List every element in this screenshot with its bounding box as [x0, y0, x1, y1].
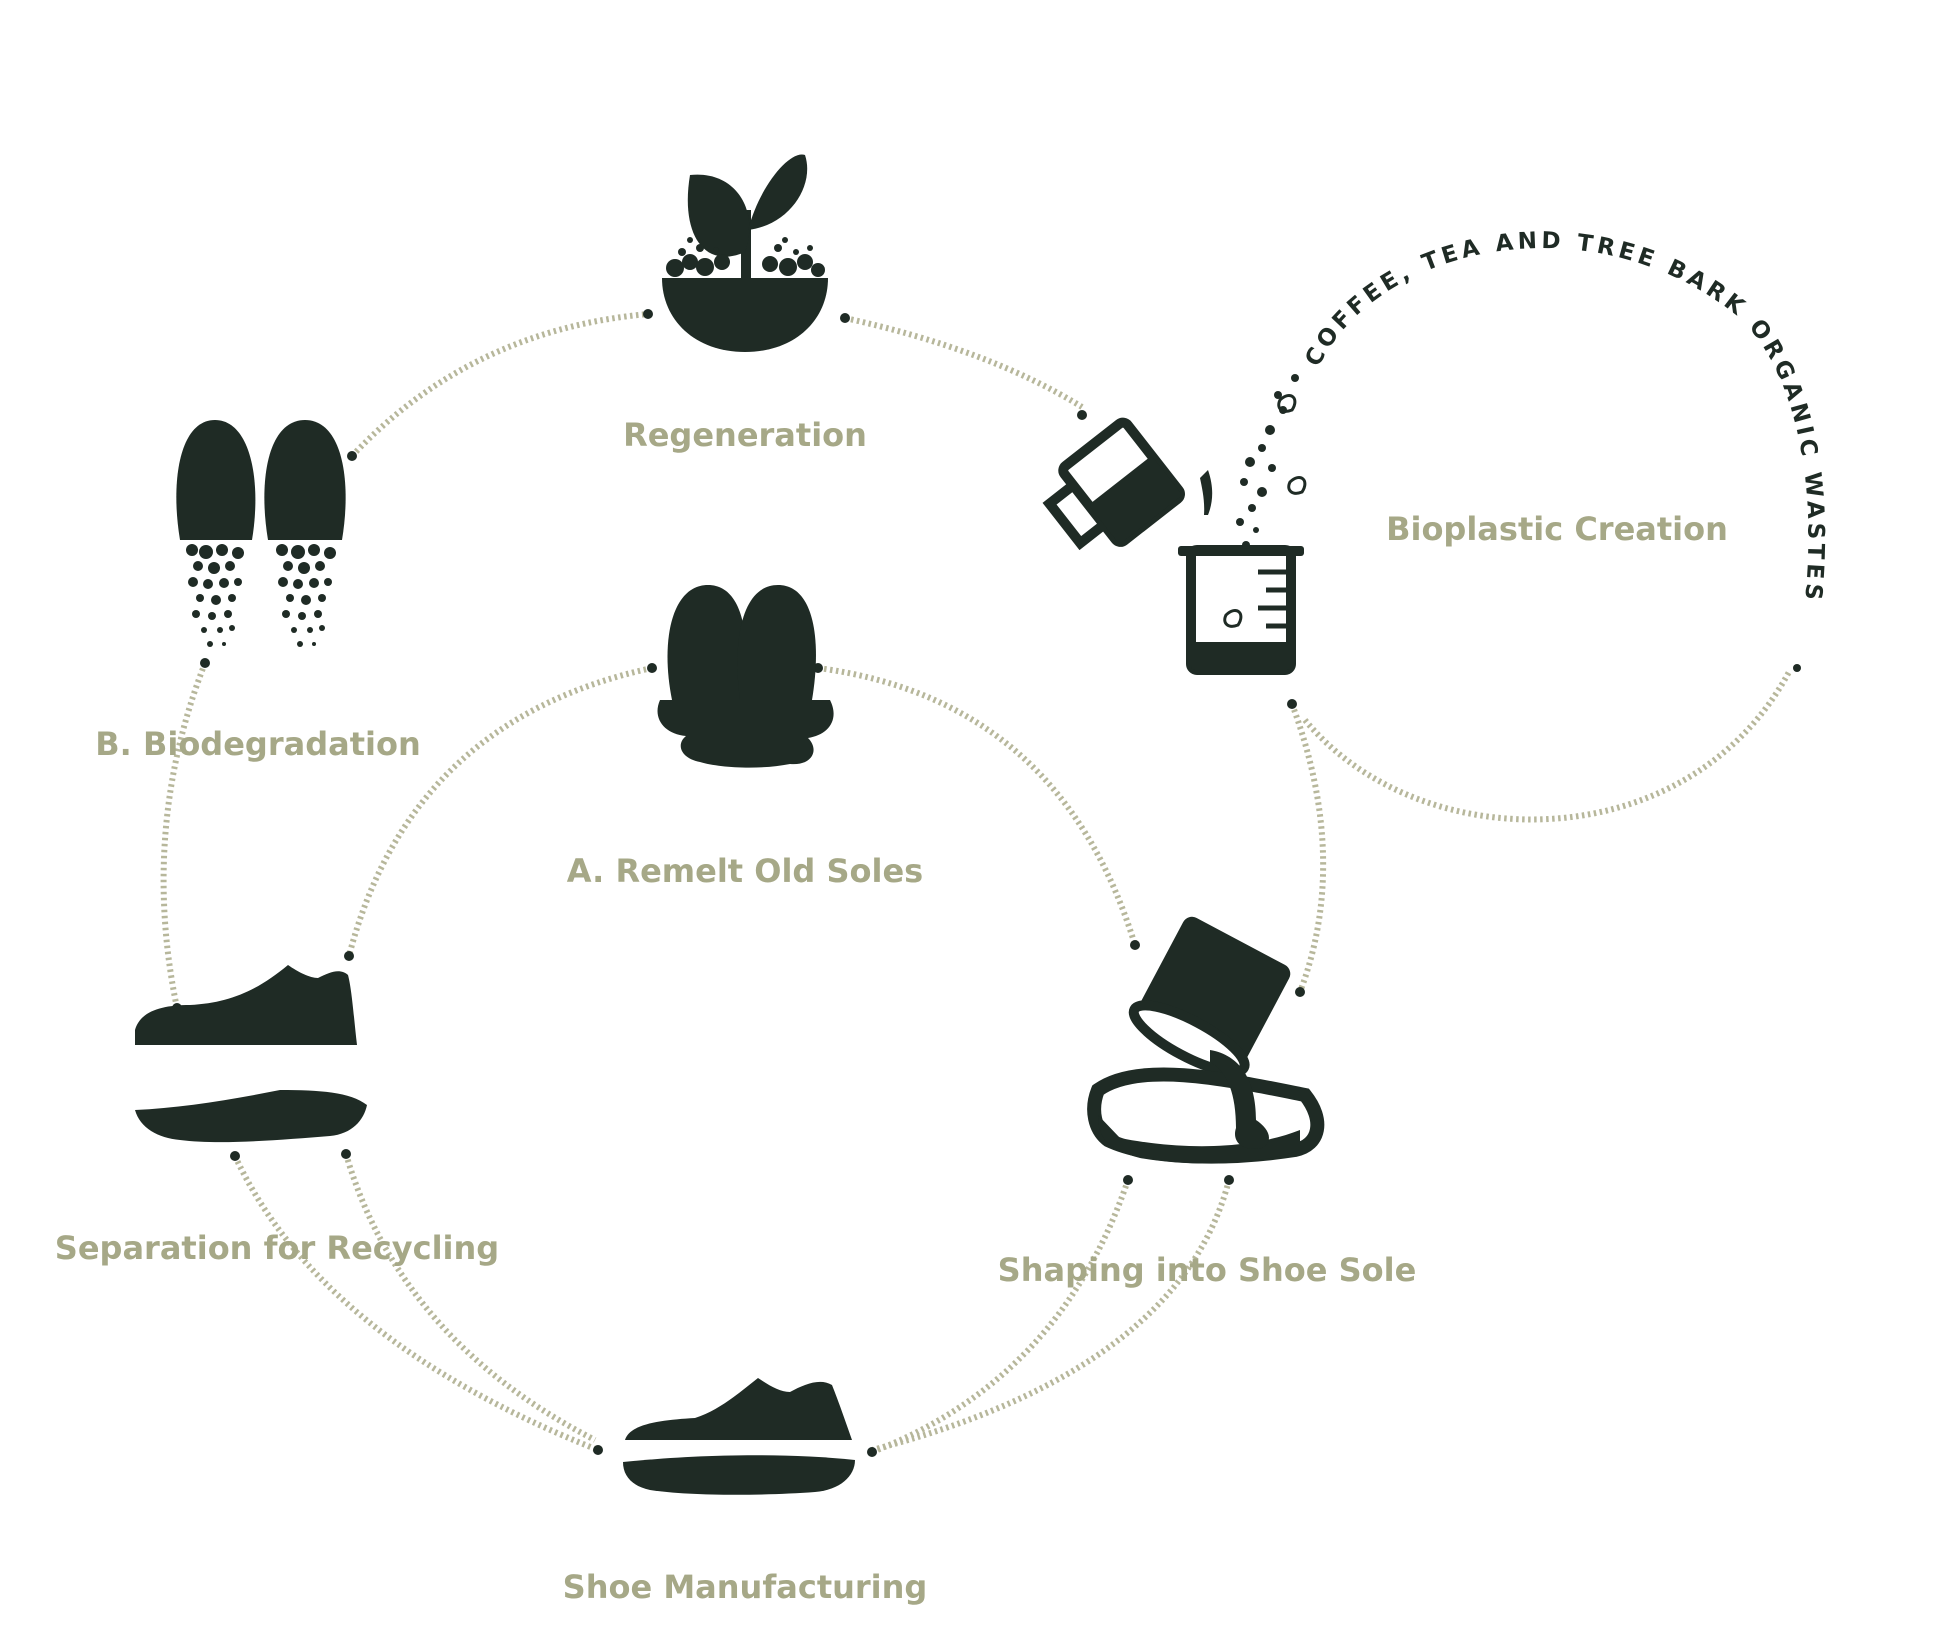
- node-dot: [230, 1151, 240, 1161]
- connector-separation-to-manufacturing-b: [346, 1154, 595, 1440]
- node-dot: [1291, 374, 1299, 382]
- node-dot: [200, 658, 210, 668]
- node-dot: [867, 1447, 877, 1457]
- connector-shaping-to-manufacturing-a: [872, 1180, 1128, 1452]
- organic-wastes-text: COFFEE, TEA AND TREE BARK ORGANIC WASTES: [1300, 228, 1828, 605]
- connector-separation-to-manufacturing-a: [235, 1156, 598, 1450]
- pouring-beaker-icon: [1037, 391, 1305, 670]
- node-dot: [341, 1149, 351, 1159]
- node-dot: [593, 1445, 603, 1455]
- pouring-cup-sole-icon: [1094, 912, 1317, 1163]
- connectors: [164, 314, 1790, 1452]
- biodegradation-label: B. Biodegradation: [95, 725, 420, 763]
- bioplastic-creation-label: Bioplastic Creation: [1386, 510, 1728, 548]
- node-dot: [840, 313, 850, 323]
- connector-remelt-right: [818, 668, 1135, 945]
- dissolving-soles-icon: [176, 420, 345, 647]
- connector-shaping-to-manufacturing-b: [872, 1180, 1229, 1450]
- connector-remelt-left: [349, 668, 652, 956]
- remelt-old-soles-label: A. Remelt Old Soles: [567, 852, 923, 890]
- node-dot: [1077, 410, 1087, 420]
- node-dot: [347, 451, 357, 461]
- shaping-into-shoe-sole-label: Shaping into Shoe Sole: [998, 1251, 1417, 1289]
- connector-biodegradation-to-regeneration: [352, 314, 648, 456]
- connector-bioplastic-to-shaping: [1292, 704, 1323, 992]
- sneaker-icon: [623, 1378, 855, 1495]
- node-dot: [643, 309, 653, 319]
- node-dot: [344, 951, 354, 961]
- node-dot: [1130, 940, 1140, 950]
- node-dot: [1793, 664, 1801, 672]
- connector-biodegradation-to-separation: [164, 663, 205, 1008]
- node-dot: [647, 663, 657, 673]
- sprout-icon: [662, 155, 828, 352]
- separated-shoe-icon: [135, 965, 367, 1142]
- node-dot: [1123, 1175, 1133, 1185]
- node-dot: [1224, 1175, 1234, 1185]
- regeneration-label: Regeneration: [623, 416, 867, 454]
- connector-nodes: [172, 309, 1801, 1457]
- node-dot: [1295, 987, 1305, 997]
- melting-soles-icon: [658, 585, 834, 768]
- connector-regeneration-to-bioplastic: [845, 318, 1082, 407]
- separation-for-recycling-label: Separation for Recycling: [55, 1229, 499, 1267]
- node-dot: [1287, 699, 1297, 709]
- shoe-manufacturing-label: Shoe Manufacturing: [563, 1568, 928, 1606]
- connector-organic-wastes-loop: [1305, 670, 1790, 819]
- organic-wastes-arc-label: COFFEE, TEA AND TREE BARK ORGANIC WASTES: [1300, 228, 1828, 605]
